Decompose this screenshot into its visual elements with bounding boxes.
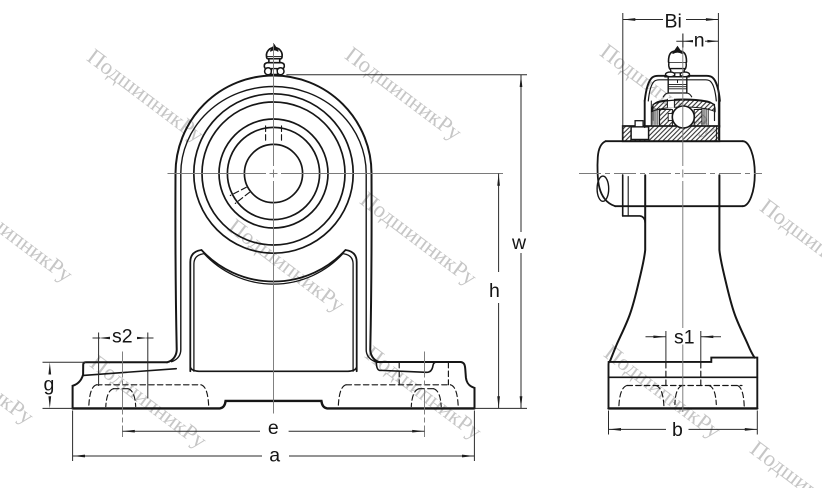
svg-text:s2: s2 bbox=[112, 326, 133, 348]
svg-text:s1: s1 bbox=[674, 326, 695, 348]
svg-text:w: w bbox=[511, 232, 527, 254]
svg-text:e: e bbox=[268, 417, 279, 439]
svg-text:n: n bbox=[694, 29, 705, 51]
svg-text:a: a bbox=[269, 445, 280, 467]
svg-text:b: b bbox=[672, 419, 683, 441]
svg-text:g: g bbox=[44, 374, 55, 396]
svg-text:Bi: Bi bbox=[665, 11, 682, 33]
svg-text:h: h bbox=[489, 280, 500, 302]
